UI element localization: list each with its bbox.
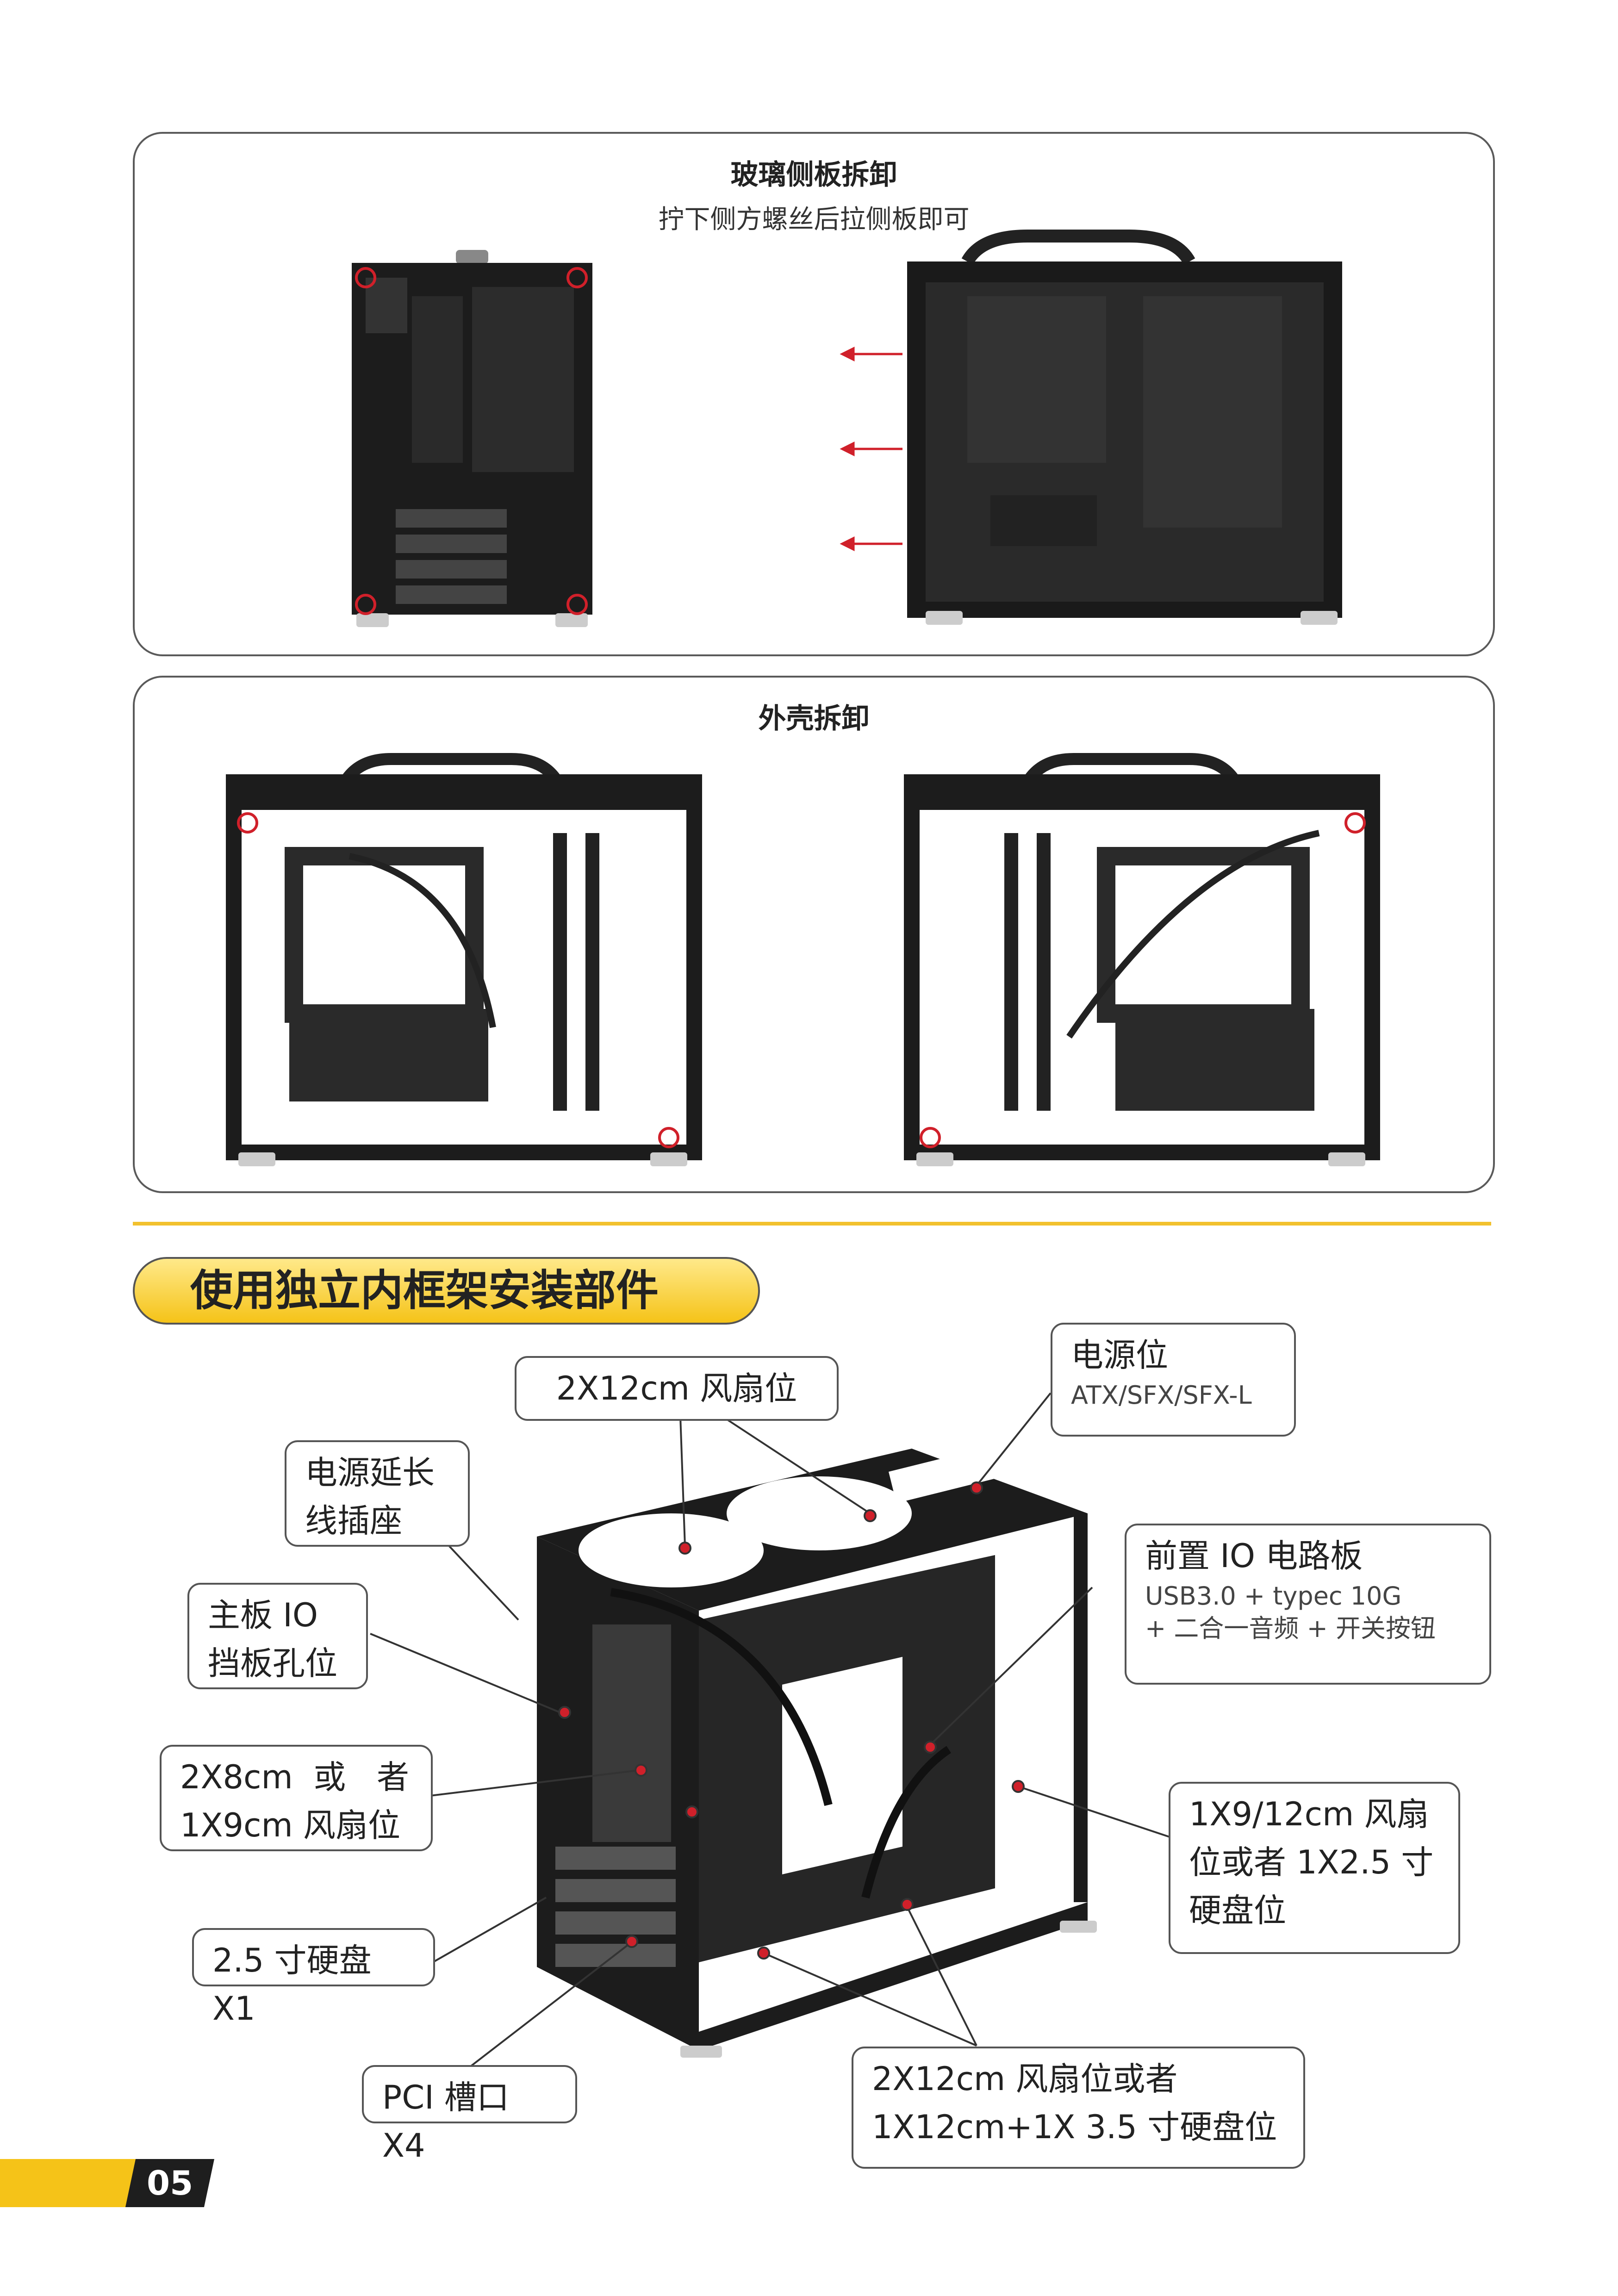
case-rear-view-image xyxy=(352,250,592,627)
shell-left-view-image xyxy=(226,753,702,1166)
callout-text: 主板 IO xyxy=(208,1596,318,1634)
callout-text: PCI 槽口 X4 xyxy=(382,2078,509,2165)
callout-text: 1X9/12cm 风扇 xyxy=(1189,1795,1429,1833)
callout-pci: PCI 槽口 X4 xyxy=(362,2065,577,2165)
callout-text: 2.5 寸硬盘 X1 xyxy=(212,1941,372,2028)
callout-hdd: 2.5 寸硬盘 X1 xyxy=(192,1928,435,2028)
callout-text: 2X8cm 或 者 xyxy=(180,1758,409,1796)
screw-marker xyxy=(920,1127,941,1148)
callout-text: 硬盘位 xyxy=(1189,1892,1286,1929)
pull-arrow-head xyxy=(840,536,855,552)
section-subtitle: 拧下侧方螺丝后拉侧板即可 xyxy=(658,205,970,235)
callout-text: 前置 IO 电路板 xyxy=(1145,1537,1363,1575)
callout-front-io: 前置 IO 电路板 USB3.0 + typec 10G + 二合一音频 + 开… xyxy=(1125,1524,1491,1685)
callout-subtext: ATX/SFX/SFX-L xyxy=(1071,1381,1252,1410)
screw-marker xyxy=(658,1127,679,1148)
page-number: 05 xyxy=(125,2159,215,2207)
callout-rear-fan: 2X8cm 或 者 1X9cm 风扇位 xyxy=(160,1745,433,1851)
page-number-text: 05 xyxy=(146,2164,193,2203)
page-number-bar xyxy=(0,2159,139,2207)
callout-subtext: USB3.0 + typec 10G xyxy=(1145,1581,1402,1611)
callout-text: 电源延长 xyxy=(305,1454,435,1492)
callout-text: 2X12cm 风扇位 xyxy=(556,1369,797,1407)
screw-marker xyxy=(355,267,376,288)
shell-right-view-image xyxy=(904,753,1380,1166)
screw-marker xyxy=(566,267,588,288)
section-divider xyxy=(133,1222,1491,1226)
pull-arrow-head xyxy=(840,346,855,362)
inner-frame-image xyxy=(537,1438,1097,2058)
callout-text: 位或者 1X2.5 寸 xyxy=(1189,1843,1434,1881)
callout-psu: 电源位 ATX/SFX/SFX-L xyxy=(1051,1323,1296,1437)
callout-io-shield: 主板 IO 挡板孔位 xyxy=(187,1583,368,1689)
callout-text: 电源位 xyxy=(1071,1336,1168,1374)
callout-bottom-fan: 2X12cm 风扇位或者 1X12cm+1X 3.5 寸硬盘位 xyxy=(852,2047,1305,2169)
screw-marker xyxy=(566,594,588,615)
callout-text: 线插座 xyxy=(305,1502,402,1540)
section-banner: 使用独立内框架安装部件 xyxy=(133,1257,760,1325)
callout-subtext: + 二合一音频 + 开关按钮 xyxy=(1145,1614,1436,1643)
case-side-view-image xyxy=(840,230,1342,625)
screw-marker xyxy=(237,812,258,834)
section-title: 玻璃侧板拆卸 xyxy=(730,159,897,191)
screw-marker xyxy=(355,594,376,615)
callout-side-fan: 1X9/12cm 风扇 位或者 1X2.5 寸 硬盘位 xyxy=(1169,1782,1460,1954)
callout-text: 1X12cm+1X 3.5 寸硬盘位 xyxy=(872,2108,1277,2146)
pull-arrow-head xyxy=(840,441,855,457)
screw-marker xyxy=(1344,812,1366,834)
callout-psu-extension: 电源延长 线插座 xyxy=(285,1440,470,1547)
callout-top-fan: 2X12cm 风扇位 xyxy=(515,1356,839,1421)
callout-text: 挡板孔位 xyxy=(208,1644,337,1682)
callout-text: 1X9cm 风扇位 xyxy=(180,1806,400,1844)
section-title: 外壳拆卸 xyxy=(758,703,870,735)
callout-text: 2X12cm 风扇位或者 xyxy=(872,2060,1178,2098)
